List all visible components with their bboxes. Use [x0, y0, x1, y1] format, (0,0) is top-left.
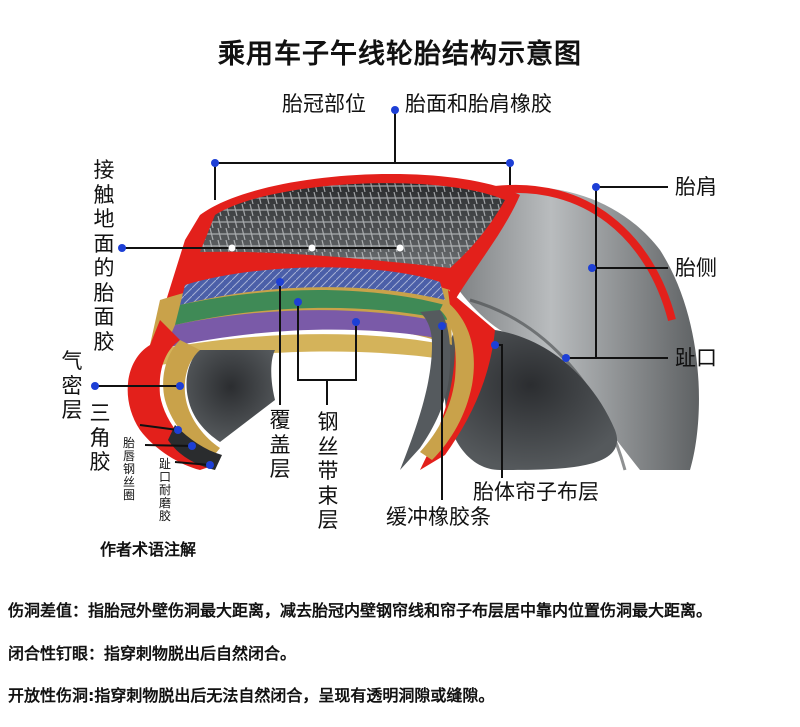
label-cap-ply: 覆盖层: [269, 408, 291, 481]
label-bead-wire: 胎唇钢丝圈: [122, 436, 135, 502]
note-open-damage: 开放性伤洞:指穿刺物脱出后无法自然闭合，呈现有透明洞隙或缝隙。: [8, 686, 495, 705]
label-tread-shoulder-rubber: 胎面和胎肩橡胶: [405, 92, 552, 116]
tread-markers: [228, 244, 404, 252]
label-crown: 胎冠部位: [282, 92, 366, 116]
label-inner-liner: 气密层: [61, 349, 83, 422]
belt-layers: [150, 267, 452, 365]
right-wall-section: [400, 290, 495, 470]
pointer-lines: [95, 110, 668, 500]
label-carcass-ply: 胎体帘子布层: [473, 480, 599, 504]
label-sidewall: 胎侧: [675, 256, 717, 280]
label-steel-belt: 钢丝带束层: [317, 410, 339, 532]
pointer-dots: [91, 106, 600, 469]
author-credit: 作者术语注解: [100, 540, 197, 559]
label-bead-toe: 趾口: [675, 346, 717, 370]
label-contact-tread: 接触地面的胎面胶: [93, 158, 115, 354]
label-apex: 三角胶: [89, 401, 111, 474]
note-closed-nail-hole: 闭合性钉眼：指穿刺物脱出后自然闭合。: [8, 644, 297, 663]
label-shoulder: 胎肩: [675, 175, 717, 199]
label-chafer: 趾口耐磨胶: [158, 457, 171, 523]
page-title: 乘用车子午线轮胎结构示意图: [218, 39, 582, 70]
label-cushion-strip: 缓冲橡胶条: [386, 505, 491, 529]
note-damage-difference: 伤洞差值：指胎冠外壁伤洞最大距离，减去胎冠内壁钢帘线和帘子布层居中靠内位置伤洞最…: [8, 601, 713, 620]
